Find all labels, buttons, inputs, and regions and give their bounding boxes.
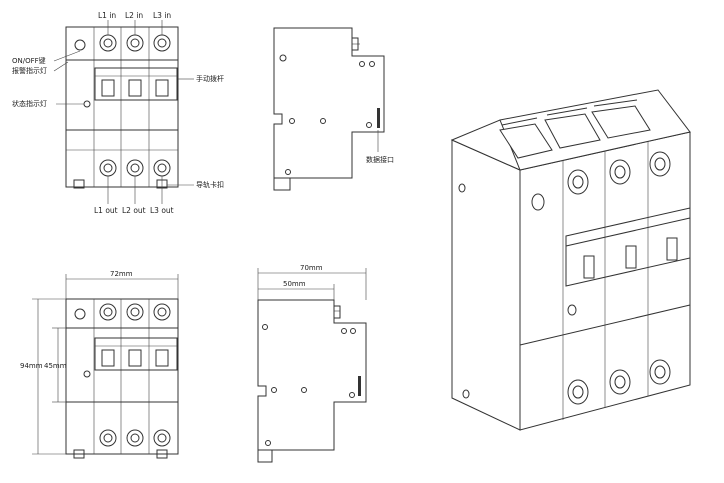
front-view-top: L1 in L2 in L3 in L1 out L2 out L3 out O… [12,11,224,215]
handle-l2-icon [128,79,142,97]
callout-data-port: 数据接口 [366,155,394,164]
handle-l1-icon [101,79,115,97]
iso-alarm-window-icon [531,193,545,211]
data-port-icon [377,108,380,128]
alarm-window-icon [74,39,86,51]
dim-depth-total-label: 70mm [300,264,323,272]
screw-b-in-l3-icon [153,303,171,321]
iso-screw-out-l3-icon [649,359,671,385]
iso-status-led-icon [567,304,577,316]
isometric-view [450,89,691,431]
iso-handle-l3-icon [666,237,678,261]
side-hole-7-icon [285,169,291,175]
callout-rail-clip: 导轨卡扣 [196,180,224,189]
label-l1-in: L1 in [98,11,116,20]
iso-screw-in-l3-icon [649,151,671,177]
front-view-bottom: 72mm 94mm 45mm [20,270,179,459]
screw-b-out-l3-icon [153,429,171,447]
side-hole-3-icon [369,61,375,67]
iso-screw-out-l2-icon [609,369,631,395]
side-view-top: 数据接口 [273,27,394,191]
screw-b-in-l1-icon [99,303,117,321]
iso-screw-out-l1-icon [567,379,589,405]
side-hole-6-icon [366,122,372,128]
side-view-bottom: 70mm 50mm [257,264,367,463]
iso-handle-l2-icon [625,245,637,269]
iso-screw-in-l1-icon [567,169,589,195]
side-hole-5-icon [320,118,326,124]
dim-depth-front-label: 50mm [283,280,306,288]
callout-on-off: ON/OFF键 [12,56,46,65]
handle-l3-icon [155,79,169,97]
side-hole-1-icon [279,54,287,62]
label-l3-in: L3 in [153,11,171,20]
dim-height-face-label: 45mm [44,362,67,370]
callout-handle: 手动拨杆 [196,74,224,83]
label-l1-out: L1 out [94,206,118,215]
screw-b-in-l2-icon [126,303,144,321]
dim-height-total-label: 94mm [20,362,43,370]
screw-b-out-l1-icon [99,429,117,447]
dim-width-label: 72mm [110,270,133,278]
screw-b-out-l2-icon [126,429,144,447]
side-hole-4-icon [289,118,295,124]
callout-status-led: 状态指示灯 [12,99,47,108]
label-l2-out: L2 out [122,206,146,215]
label-l2-in: L2 in [125,11,143,20]
iso-screw-in-l2-icon [609,159,631,185]
label-l3-out: L3 out [150,206,174,215]
iso-handle-l1-icon [583,255,595,279]
side-hole-2-icon [359,61,365,67]
rail-clip-left-icon [73,179,85,189]
callout-alarm-led: 报警指示灯 [12,66,47,75]
